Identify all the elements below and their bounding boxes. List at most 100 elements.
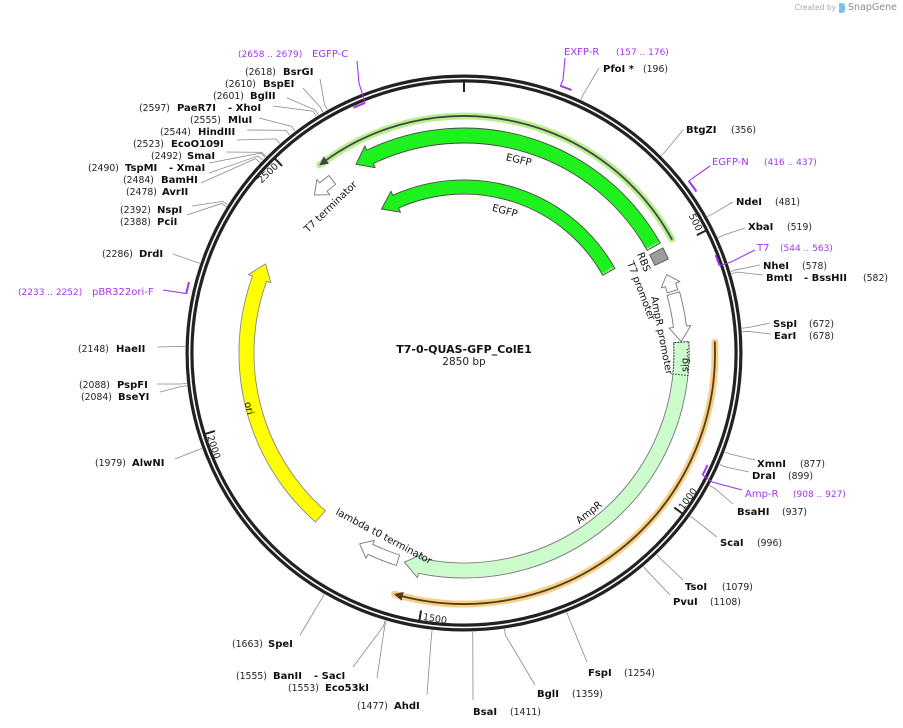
enzyme-site-eari[interactable]: (678)EarI	[742, 330, 834, 342]
primer-pbr322ori-f[interactable]: pBR322ori-F(2233 .. 2252)	[18, 281, 190, 298]
primer-t7[interactable]: T7(544 .. 563)	[714, 243, 833, 267]
orf-egfp-orf[interactable]	[316, 112, 676, 243]
feature-shape	[666, 291, 692, 343]
watermark-prefix: Created by	[794, 3, 837, 12]
enzyme-site-avrii[interactable]: (2478)AvrII	[126, 158, 261, 198]
enzyme-site-eco53ki[interactable]: (1553)Eco53kI	[288, 620, 387, 694]
enzyme-position: (1108)	[710, 597, 741, 608]
enzyme-site-banii[interactable]: (1555)BanII- SacI	[236, 620, 386, 682]
enzyme-name: DrdI	[139, 249, 163, 260]
enzyme-site-xmni[interactable]: (877)XmnI	[724, 451, 825, 470]
enzyme-name: BamHI	[161, 175, 198, 186]
enzyme-label: (899)DraI	[752, 471, 813, 482]
enzyme-site-bsrgi[interactable]: (2618)BsrGI	[245, 67, 328, 110]
enzyme-site-smai[interactable]: (2492)SmaI	[151, 151, 267, 162]
enzyme-name: BmtI	[766, 273, 793, 284]
feature-rbs[interactable]: RBS	[634, 247, 669, 274]
enzyme-site-ecoo109i[interactable]: (2523)EcoO109I	[133, 138, 281, 150]
enzyme-position: (2286)	[102, 249, 133, 260]
primer-layer: EXFP-R(157 .. 176) EGFP-N(416 .. 437) T7(5…	[18, 47, 846, 500]
enzyme-site-tspmi[interactable]: (2490)TspMI- XmaI	[88, 152, 266, 174]
enzyme-site-bspei[interactable]: (2610)BspEI	[225, 79, 324, 113]
enzyme-site-paer7i[interactable]: (2597)PaeR7I- XhoI	[139, 103, 317, 117]
primer-leader-line	[559, 57, 566, 87]
enzyme-site-bgli[interactable]: (1359)BglI	[504, 629, 603, 700]
enzyme-leader-line	[376, 620, 387, 679]
enzyme-name: HaeII	[116, 344, 145, 355]
enzyme-position: (1359)	[572, 689, 603, 700]
feature-sig[interactable]: sig...	[672, 341, 691, 376]
enzyme-leader-line	[174, 448, 203, 460]
enzyme-site-drdi[interactable]: (2286) DrdI	[102, 249, 200, 264]
enzyme-site-mlui[interactable]: (2555)MluI	[190, 115, 296, 132]
primer-egfp-c[interactable]: EGFP-C(2658 .. 2679)	[238, 49, 366, 109]
enzyme-site-btgzi[interactable]: (356)BtgZI	[660, 125, 756, 156]
enzyme-label: (2388)PciI	[120, 217, 177, 228]
enzyme-leader-line	[172, 253, 200, 264]
enzyme-site-scai[interactable]: (996)ScaI	[690, 515, 782, 549]
enzyme-position: (1477)	[357, 701, 388, 712]
enzyme-site-spei[interactable]: (1663)SpeI	[232, 594, 325, 651]
enzyme-site-tsoi[interactable]: (1079)TsoI	[656, 554, 753, 593]
enzyme-site-hindiii[interactable]: (2544)HindIII	[160, 127, 291, 138]
enzyme-label: (1555)BanII- SacI	[236, 671, 345, 682]
enzyme-site-nhei[interactable]: (578)NheI	[730, 261, 827, 272]
enzyme-site-nspi[interactable]: (2392)NspI	[120, 200, 229, 216]
orf-ampr-orf[interactable]	[391, 338, 719, 608]
enzyme-site-ahdi[interactable]: (1477)AhdI	[357, 630, 433, 712]
enzyme-site-haeii[interactable]: (2148)HaeII	[78, 344, 186, 355]
enzyme-site-ndei[interactable]: (481)NdeI	[707, 197, 800, 218]
primer-exfp-r[interactable]: EXFP-R(157 .. 176)	[559, 47, 669, 92]
enzyme-site-bseyi[interactable]: (2084)BseYI	[81, 385, 187, 403]
primer-binding-mark	[559, 84, 572, 92]
enzyme-site-bglii[interactable]: (2601)BglII	[213, 91, 319, 116]
feature-t7-terminator[interactable]: T7 terminator	[302, 175, 360, 236]
enzyme-site-sspi[interactable]: (672)SspI	[741, 319, 834, 330]
enzyme-site-pcii[interactable]: (2388)PciI	[120, 203, 227, 229]
feature-lambda-t0-terminator[interactable]: lambda t0 terminator	[334, 507, 435, 567]
enzyme-position: (1663)	[232, 639, 263, 650]
enzyme-label: (2523)EcoO109I	[133, 139, 224, 150]
enzyme-site-bsahi[interactable]: (937)BsaHI	[709, 485, 808, 519]
feature-ampr[interactable]: AmpR	[403, 341, 690, 579]
enzyme-site-pspfi[interactable]: (2088)PspFI	[79, 380, 187, 391]
enzyme-leader-line	[643, 566, 671, 596]
feature-ori[interactable]: ori	[238, 263, 326, 523]
enzyme-position: (2084)	[81, 392, 112, 403]
enzyme-site-xbai[interactable]: (519)XbaI	[717, 222, 812, 238]
enzyme-leader-line	[566, 612, 588, 663]
enzyme-name: HindIII	[198, 127, 235, 138]
enzyme-site-fspi[interactable]: (1254)FspI	[566, 612, 655, 679]
enzyme-position: (2478)	[126, 187, 157, 198]
primer-amp-r[interactable]: Amp-R(908 .. 927)	[701, 464, 846, 500]
primer-label: EXFP-R(157 .. 176)	[564, 47, 669, 58]
enzyme-site-bamhi[interactable]: (2484)BamHI	[123, 155, 263, 186]
enzyme-name-secondary: - BssHII	[804, 273, 847, 284]
enzyme-position: (481)	[775, 197, 800, 208]
enzyme-leader-line	[724, 451, 756, 461]
enzyme-position: (899)	[788, 471, 813, 482]
enzyme-label: (2478)AvrII	[126, 187, 188, 198]
enzyme-site-pfoi[interactable]: (196)PfoI *	[580, 64, 668, 100]
enzyme-leader-line	[580, 67, 600, 100]
enzyme-position: (2610)	[225, 79, 256, 90]
enzyme-position: (996)	[757, 538, 782, 549]
enzyme-site-drai[interactable]: (899)DraI	[719, 464, 813, 483]
enzyme-layer: (196)PfoI * (356)BtgZI (481)NdeI (519)XbaI (…	[78, 64, 888, 718]
enzyme-name: Eco53kI	[325, 683, 369, 694]
enzyme-site-pvui[interactable]: (1108)PvuI	[643, 566, 741, 608]
feature-egfp[interactable]: EGFP	[381, 179, 616, 276]
enzyme-label: (2544)HindIII	[160, 127, 235, 138]
feature-shape	[359, 539, 401, 566]
primer-egfp-n[interactable]: EGFP-N(416 .. 437)	[687, 157, 817, 193]
enzyme-leader-line	[660, 129, 684, 156]
enzyme-site-alwni[interactable]: (1979)AlwNI	[95, 448, 203, 470]
primer-name: Amp-R	[745, 489, 779, 500]
enzyme-leader-line	[200, 158, 261, 184]
enzyme-site-bmti[interactable]: (582)BmtI- BssHII	[731, 271, 889, 284]
enzyme-site-bsai[interactable]: (1411)BsaI	[472, 631, 541, 718]
enzyme-label: (2286) DrdI	[102, 249, 163, 260]
feature-label: ori	[242, 401, 256, 416]
enzyme-name: FspI	[588, 668, 612, 679]
enzyme-name: PciI	[157, 217, 177, 228]
